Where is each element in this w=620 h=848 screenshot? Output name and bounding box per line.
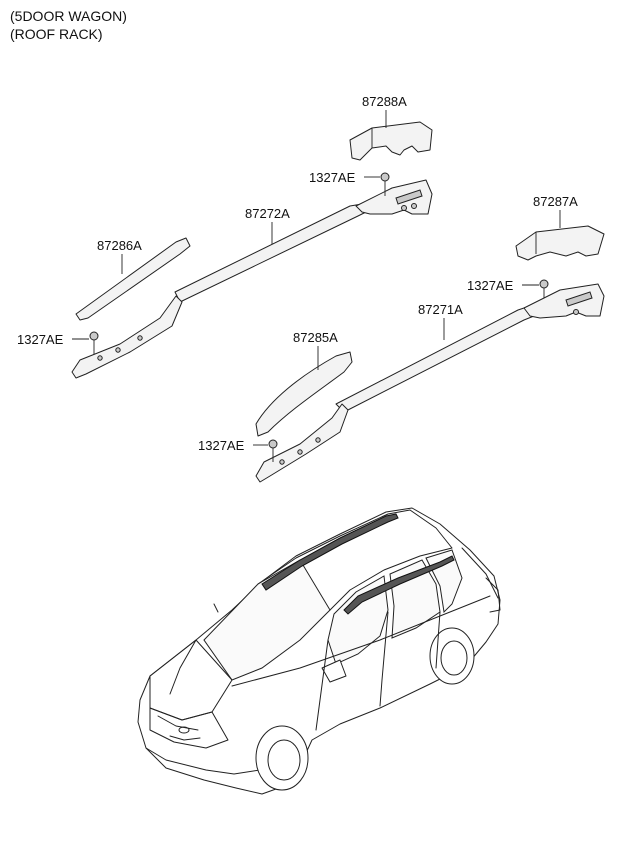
callout-1327ae-upper: 1327AE <box>309 170 356 185</box>
callout-1327ae-lower: 1327AE <box>198 438 245 453</box>
roof-rack-left <box>261 513 399 591</box>
callout-87285a: 87285A <box>293 330 338 345</box>
part-87271a-rail[interactable] <box>255 283 605 483</box>
callout-87286a: 87286A <box>97 238 142 253</box>
roof-rack-right <box>343 555 455 615</box>
header-section-title: (ROOF RACK) <box>10 26 103 42</box>
vehicle-illustration <box>137 507 501 795</box>
callout-1327ae-right: 1327AE <box>467 278 514 293</box>
callout-87272a: 87272A <box>245 206 290 221</box>
callout-87288a: 87288A <box>362 94 407 109</box>
part-87287a-cover[interactable] <box>515 225 605 261</box>
callout-1327ae-left: 1327AE <box>17 332 64 347</box>
part-87288a-cover[interactable] <box>349 121 433 161</box>
part-1327ae-nut-upper[interactable] <box>380 172 390 196</box>
callout-87271a: 87271A <box>418 302 463 317</box>
part-1327ae-nut-lower[interactable] <box>268 439 278 462</box>
callout-87287a: 87287A <box>533 194 578 209</box>
header-body-type: (5DOOR WAGON) <box>10 8 127 24</box>
part-87285a-end-cover[interactable] <box>255 351 353 437</box>
diagram-header: (5DOOR WAGON) (ROOF RACK) <box>10 7 127 43</box>
part-87272a-rail[interactable] <box>71 179 433 379</box>
part-1327ae-nut-left[interactable] <box>89 331 99 354</box>
part-87286a-end-cover[interactable] <box>75 237 191 321</box>
